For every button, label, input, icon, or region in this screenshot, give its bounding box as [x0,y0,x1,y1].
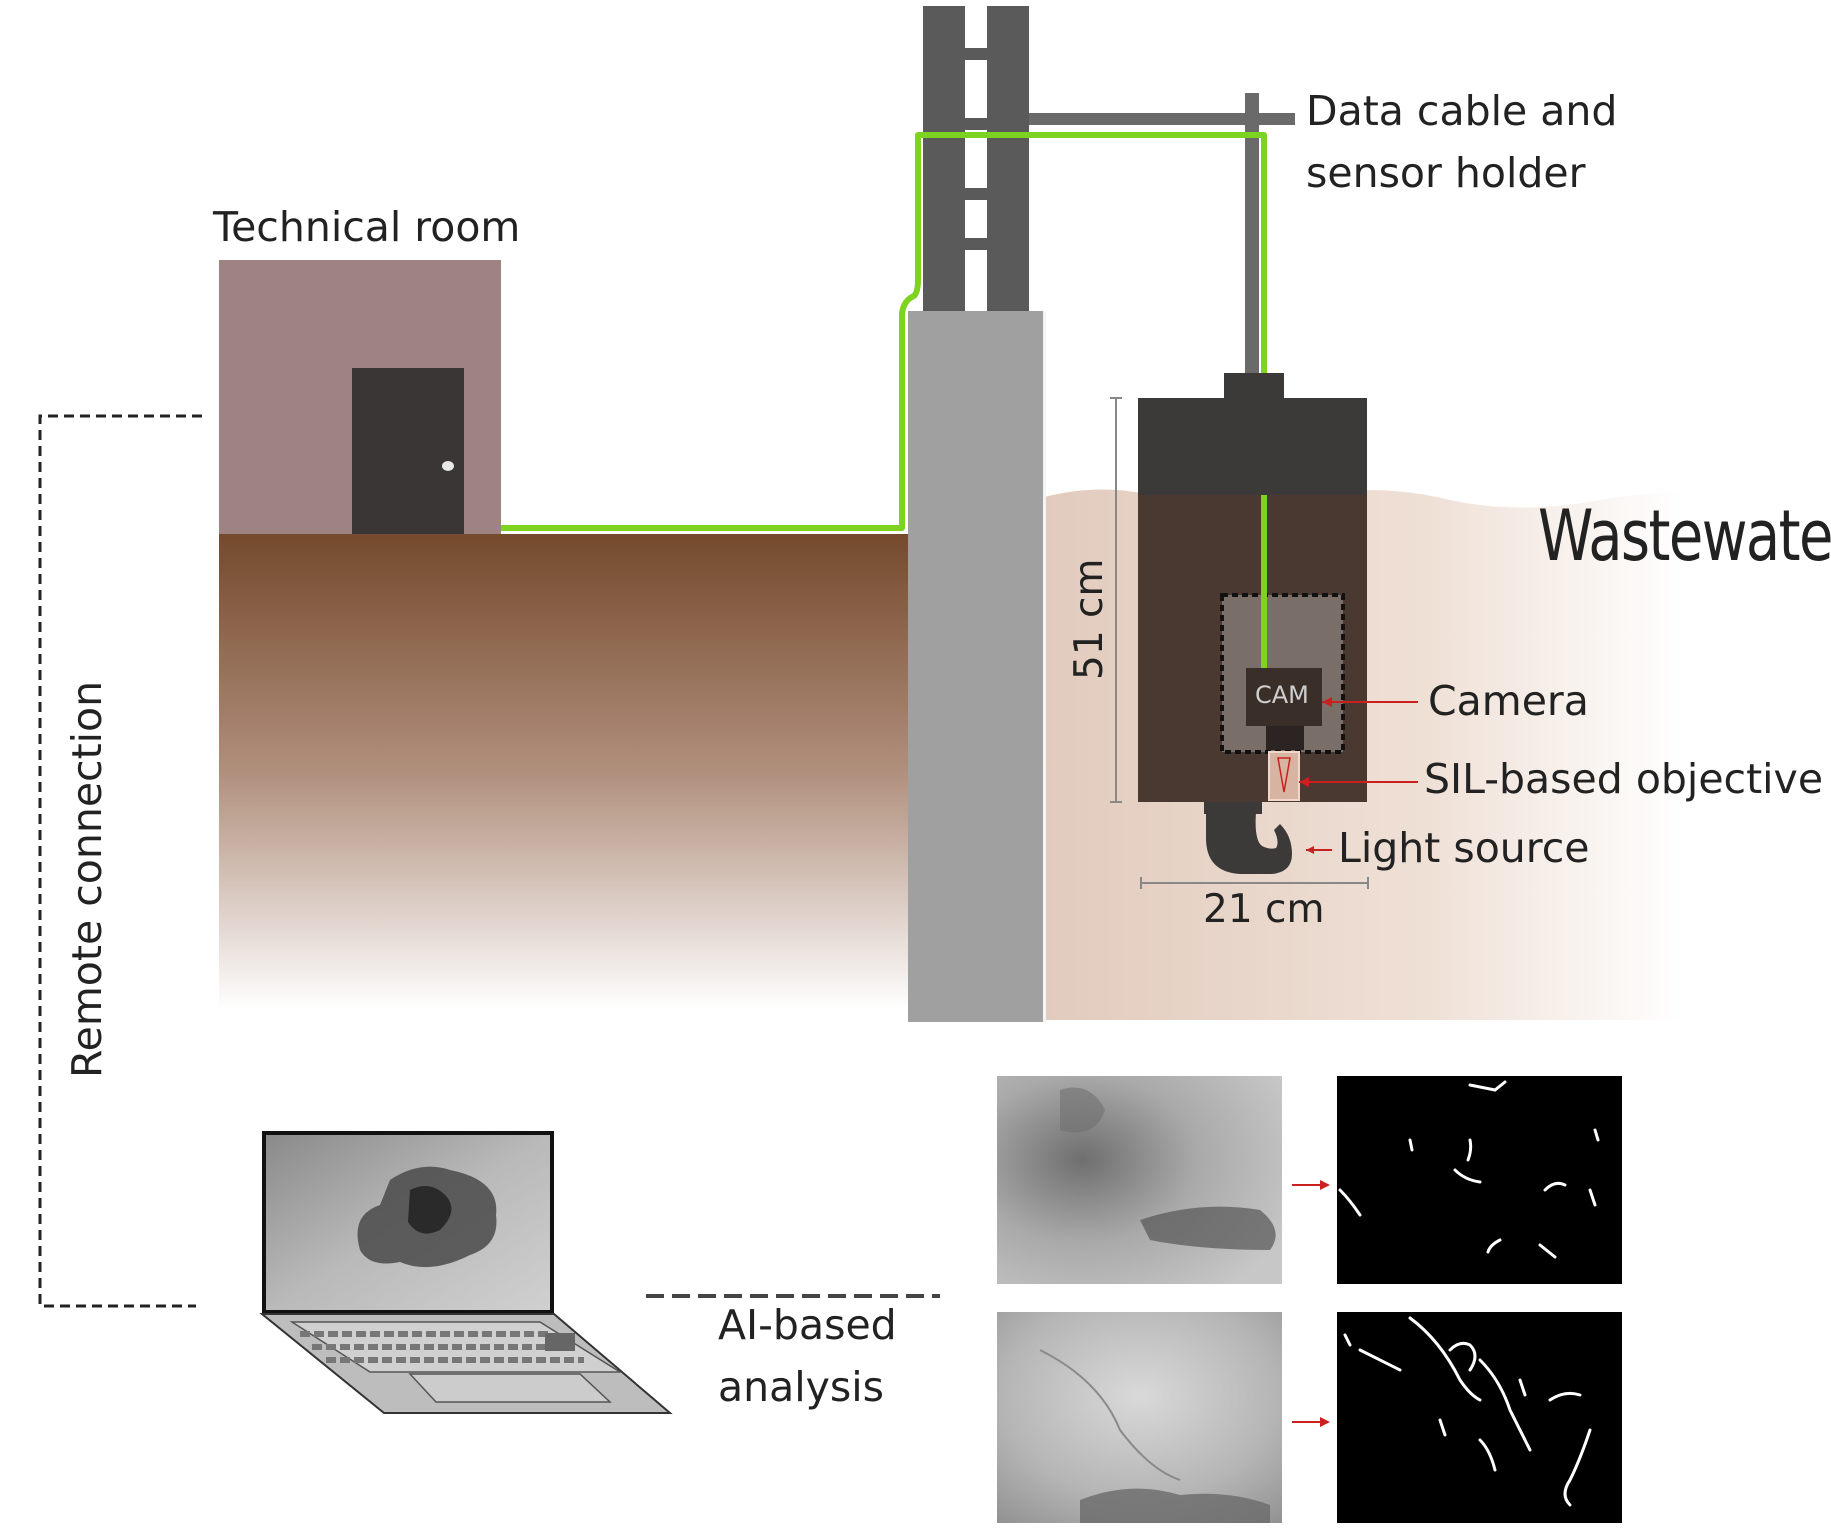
objective-beam [1277,757,1291,793]
mast-rung [965,238,987,250]
light-source-label: Light source [1338,824,1590,872]
floc-shape [1060,1087,1105,1133]
microscopy-raw-image-1 [997,1076,1282,1284]
microscopy-raw-image-2 [997,1312,1282,1523]
filaments-mask-2 [1343,1316,1592,1507]
mast-rail-right [987,6,1029,311]
data-cable-label-line2: sensor holder [1306,149,1586,197]
segmentation-mask-2 [1337,1312,1622,1523]
camera-mount [1266,726,1304,750]
remote-connection-bracket [38,414,202,1308]
height-dimension-label: 51 cm [1067,558,1112,680]
floc-shape [1140,1206,1276,1250]
filaments-mask-1 [1338,1080,1600,1259]
door-knob [442,461,454,471]
filament-shape [1039,1349,1181,1481]
laptop-icon [259,1131,673,1414]
mast-rung [965,48,987,60]
wastewater-label: Wastewater [1538,495,1831,577]
camera-label: Camera [1428,677,1589,725]
soil-ground [219,534,909,1010]
mast-rung [965,188,987,200]
segmentation-mask-1 [1337,1076,1622,1284]
camera-box [1246,668,1322,726]
technical-room-label: Technical room [213,203,521,251]
pillar-edge [1043,311,1046,1022]
red-arrow-icon [1292,1180,1330,1190]
ai-analysis-label-line1: AI-based [718,1301,897,1349]
sil-pointer-head [1299,777,1309,787]
ai-analysis-label-line2: analysis [718,1363,885,1411]
camera-pointer-head [1322,697,1332,707]
sensor-housing-cap [1224,373,1284,398]
light-source-base [1204,802,1262,814]
red-arrow-icon [1292,1417,1330,1427]
concrete-pillar [908,311,1043,1022]
mast-rung [965,118,987,130]
data-cable [501,132,1267,660]
light-pointer-head [1306,846,1314,854]
sil-objective [1268,751,1300,801]
remote-connection-label: Remote connection [63,680,111,1078]
light-source-hook [1206,812,1292,874]
data-cable-label-line1: Data cable and [1306,87,1618,135]
sil-objective-label: SIL-based objective [1424,755,1824,803]
floc-shape [1080,1488,1270,1523]
mast-rail-left [923,6,965,311]
door [352,368,464,534]
holder-arm [1029,113,1295,125]
holder-post [1245,93,1259,375]
width-dimension-label: 21 cm [1203,887,1325,932]
cam-box-label: CAM [1255,681,1309,709]
